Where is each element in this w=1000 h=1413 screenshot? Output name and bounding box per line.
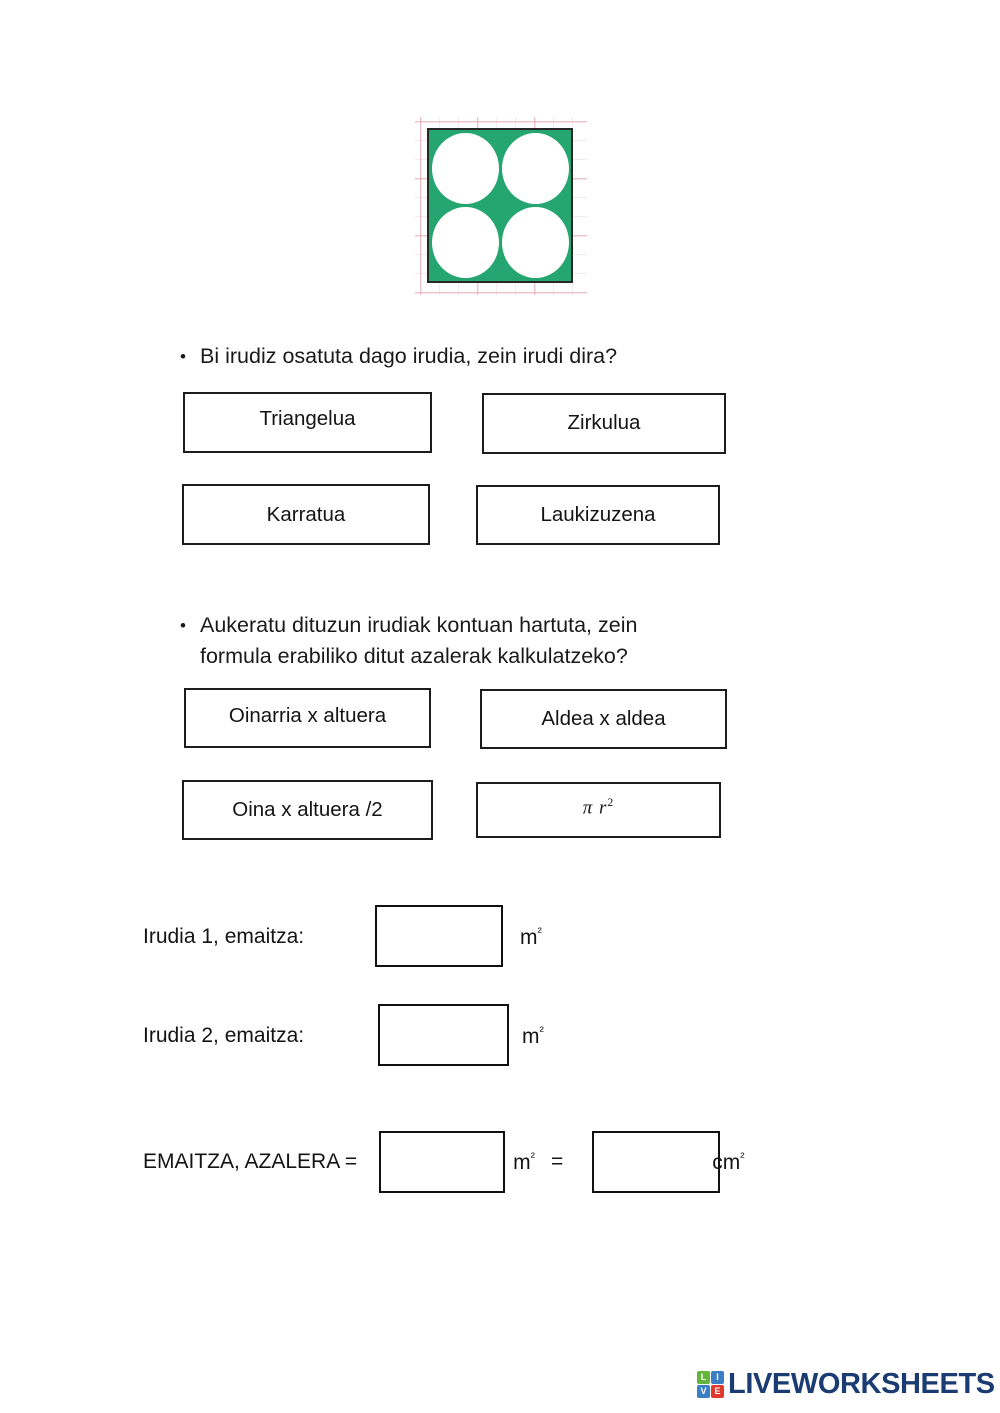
option-pi-r-squared-label: π r2 xyxy=(583,784,615,836)
option-oina-label: Oina x altuera /2 xyxy=(232,798,383,821)
answer-1-input[interactable] xyxy=(375,905,503,967)
answer-1-unit: m² xyxy=(520,924,542,950)
answer-2-label: Irudia 2, emaitza: xyxy=(143,1024,305,1047)
option-oinarria-label: Oinarria x altuera xyxy=(228,704,387,727)
result-unit-m-sup: ² xyxy=(530,1149,535,1164)
answer-row-irudia-2: Irudia 2, emaitza: m² xyxy=(143,1004,544,1066)
logo-tile-i: I xyxy=(711,1371,724,1384)
green-square-shape xyxy=(427,128,573,283)
option-oina-x-altuera-2[interactable]: Oina x altuera /2 xyxy=(182,780,433,840)
question-2-text: Aukeratu dituzun irudiak kontuan hartuta… xyxy=(200,613,638,668)
result-equals-sign: = xyxy=(551,1150,564,1173)
answer-2-unit-text: m xyxy=(522,1025,540,1048)
answer-2-unit-sup: ² xyxy=(539,1023,544,1038)
result-unit-cm-sup: ² xyxy=(740,1149,745,1164)
bullet-icon: • xyxy=(180,347,186,366)
result-row-emaitza-azalera: EMAITZA, AZALERA = m² = cm² xyxy=(143,1131,745,1193)
liveworksheets-tiles-icon: L I V E xyxy=(697,1371,724,1398)
option-aldea-label: Aldea x aldea xyxy=(541,707,666,730)
option-pi-r-squared[interactable]: π r2 xyxy=(476,782,721,838)
circle-bottom-right xyxy=(502,207,569,278)
answer-2-unit: m² xyxy=(522,1023,544,1049)
pi-r-exponent: 2 xyxy=(607,796,615,809)
question-2: • Aukeratu dituzun irudiak kontuan hartu… xyxy=(177,610,797,672)
option-zirkulua-label: Zirkulua xyxy=(567,411,641,434)
logo-tile-v: V xyxy=(697,1385,710,1398)
option-zirkulua[interactable]: Zirkulua xyxy=(482,393,726,454)
option-laukizuzena[interactable]: Laukizuzena xyxy=(476,485,720,545)
option-triangelua[interactable]: Triangelua xyxy=(183,392,432,453)
result-unit-cm-text: cm xyxy=(712,1151,741,1174)
bullet-icon: • xyxy=(180,616,186,635)
answer-row-irudia-1: Irudia 1, emaitza: m² xyxy=(143,905,542,967)
liveworksheets-wordmark: LIVEWORKSHEETS xyxy=(728,1368,995,1400)
question-1: • Bi irudiz osatuta dago irudia, zein ir… xyxy=(177,341,817,372)
liveworksheets-logo[interactable]: L I V E LIVEWORKSHEETS xyxy=(697,1368,995,1401)
result-label: EMAITZA, AZALERA = xyxy=(143,1150,358,1173)
result-unit-centimeters: cm² xyxy=(712,1149,744,1175)
option-oinarria-x-altuera[interactable]: Oinarria x altuera xyxy=(184,688,431,748)
circle-bottom-left xyxy=(432,207,499,278)
option-triangelua-label: Triangelua xyxy=(259,407,356,430)
result-unit-m-text: m xyxy=(513,1151,531,1174)
logo-tile-e: E xyxy=(711,1385,724,1398)
result-input-centimeters[interactable] xyxy=(592,1131,721,1193)
result-unit-meters: m² xyxy=(513,1149,535,1175)
option-laukizuzena-label: Laukizuzena xyxy=(540,503,656,526)
result-input-meters[interactable] xyxy=(379,1131,506,1193)
question-1-text: Bi irudiz osatuta dago irudia, zein irud… xyxy=(200,344,618,368)
answer-1-label: Irudia 1, emaitza: xyxy=(143,925,305,948)
circle-top-right xyxy=(502,133,569,204)
logo-tile-l: L xyxy=(697,1371,710,1384)
figure-green-square-circles xyxy=(415,117,587,295)
answer-1-unit-sup: ² xyxy=(537,924,542,939)
answer-2-input[interactable] xyxy=(378,1004,509,1066)
option-aldea-x-aldea[interactable]: Aldea x aldea xyxy=(480,689,727,749)
pi-r-text: π r xyxy=(582,797,608,819)
answer-1-unit-text: m xyxy=(520,926,538,949)
circle-top-left xyxy=(432,133,499,204)
option-karratua[interactable]: Karratua xyxy=(182,484,430,545)
option-karratua-label: Karratua xyxy=(266,503,346,526)
